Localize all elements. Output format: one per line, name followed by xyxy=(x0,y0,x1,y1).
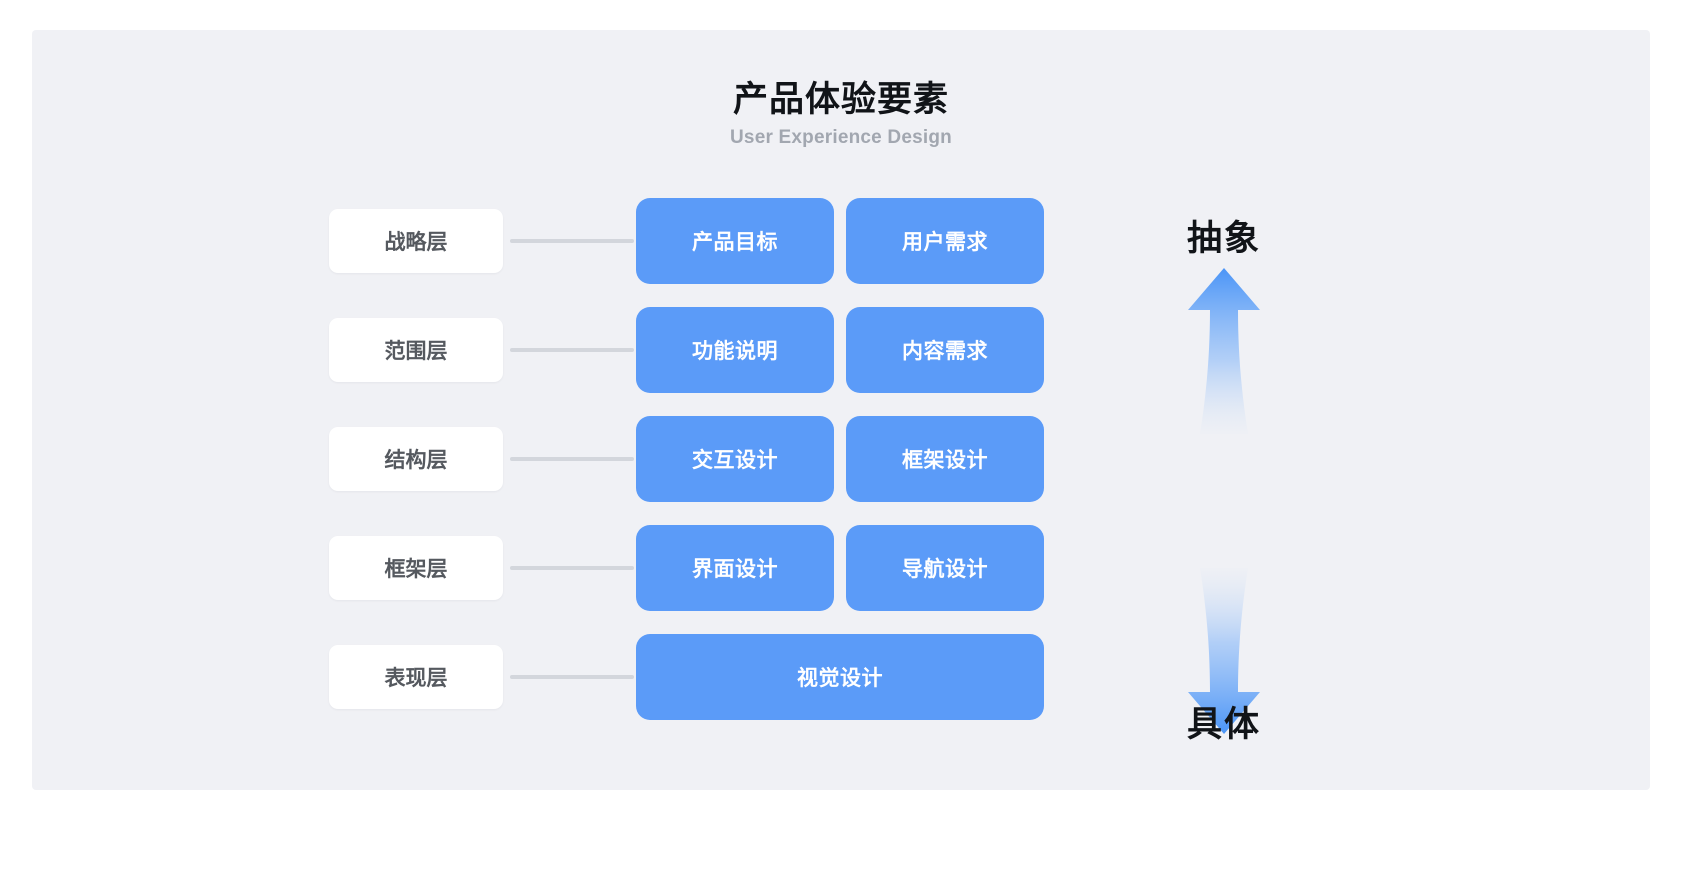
connector-line xyxy=(510,675,634,679)
layer-label-scope[interactable]: 范围层 xyxy=(329,318,503,382)
element-box-content-needs[interactable]: 内容需求 xyxy=(846,307,1044,393)
header: 产品体验要素 User Experience Design xyxy=(32,78,1650,151)
layer-row-strategy: 战略层 产品目标 用户需求 xyxy=(32,198,1650,284)
layer-elements: 界面设计 导航设计 xyxy=(636,525,1050,611)
layer-row-skeleton: 框架层 界面设计 导航设计 xyxy=(32,525,1650,611)
element-box-interaction-design[interactable]: 交互设计 xyxy=(636,416,834,502)
layer-elements: 产品目标 用户需求 xyxy=(636,198,1050,284)
element-box-user-needs[interactable]: 用户需求 xyxy=(846,198,1044,284)
layer-row-surface: 表现层 视觉设计 xyxy=(32,634,1650,720)
connector-line xyxy=(510,348,634,352)
layer-row-scope: 范围层 功能说明 内容需求 xyxy=(32,307,1650,393)
abstraction-axis: 抽象 xyxy=(1112,198,1412,758)
axis-label-concrete: 具体 xyxy=(1186,705,1261,744)
element-box-product-goal[interactable]: 产品目标 xyxy=(636,198,834,284)
element-box-framework-design[interactable]: 框架设计 xyxy=(846,416,1044,502)
layer-label-surface[interactable]: 表现层 xyxy=(329,645,503,709)
page-title: 产品体验要素 xyxy=(732,80,949,119)
element-box-function-spec[interactable]: 功能说明 xyxy=(636,307,834,393)
arrow-down-icon xyxy=(1184,566,1264,736)
connector-line xyxy=(510,239,634,243)
element-box-visual-design[interactable]: 视觉设计 xyxy=(636,634,1044,720)
layer-elements: 视觉设计 xyxy=(636,634,1050,720)
layer-elements: 交互设计 框架设计 xyxy=(636,416,1050,502)
arrow-up-icon xyxy=(1184,266,1264,436)
connector-line xyxy=(510,457,634,461)
layer-label-strategy[interactable]: 战略层 xyxy=(329,209,503,273)
layer-elements: 功能说明 内容需求 xyxy=(636,307,1050,393)
layers-diagram: 战略层 产品目标 用户需求 范围层 功能说明 内容需求 结构层 交互设计 框架设… xyxy=(32,198,1650,758)
element-box-interface-design[interactable]: 界面设计 xyxy=(636,525,834,611)
layer-label-structure[interactable]: 结构层 xyxy=(329,427,503,491)
page-subtitle: User Experience Design xyxy=(730,127,952,148)
diagram-canvas: 产品体验要素 User Experience Design 战略层 产品目标 用… xyxy=(32,30,1650,790)
element-box-navigation-design[interactable]: 导航设计 xyxy=(846,525,1044,611)
layer-label-skeleton[interactable]: 框架层 xyxy=(329,536,503,600)
axis-label-abstract: 抽象 xyxy=(1186,219,1261,258)
layer-row-structure: 结构层 交互设计 框架设计 xyxy=(32,416,1650,502)
connector-line xyxy=(510,566,634,570)
